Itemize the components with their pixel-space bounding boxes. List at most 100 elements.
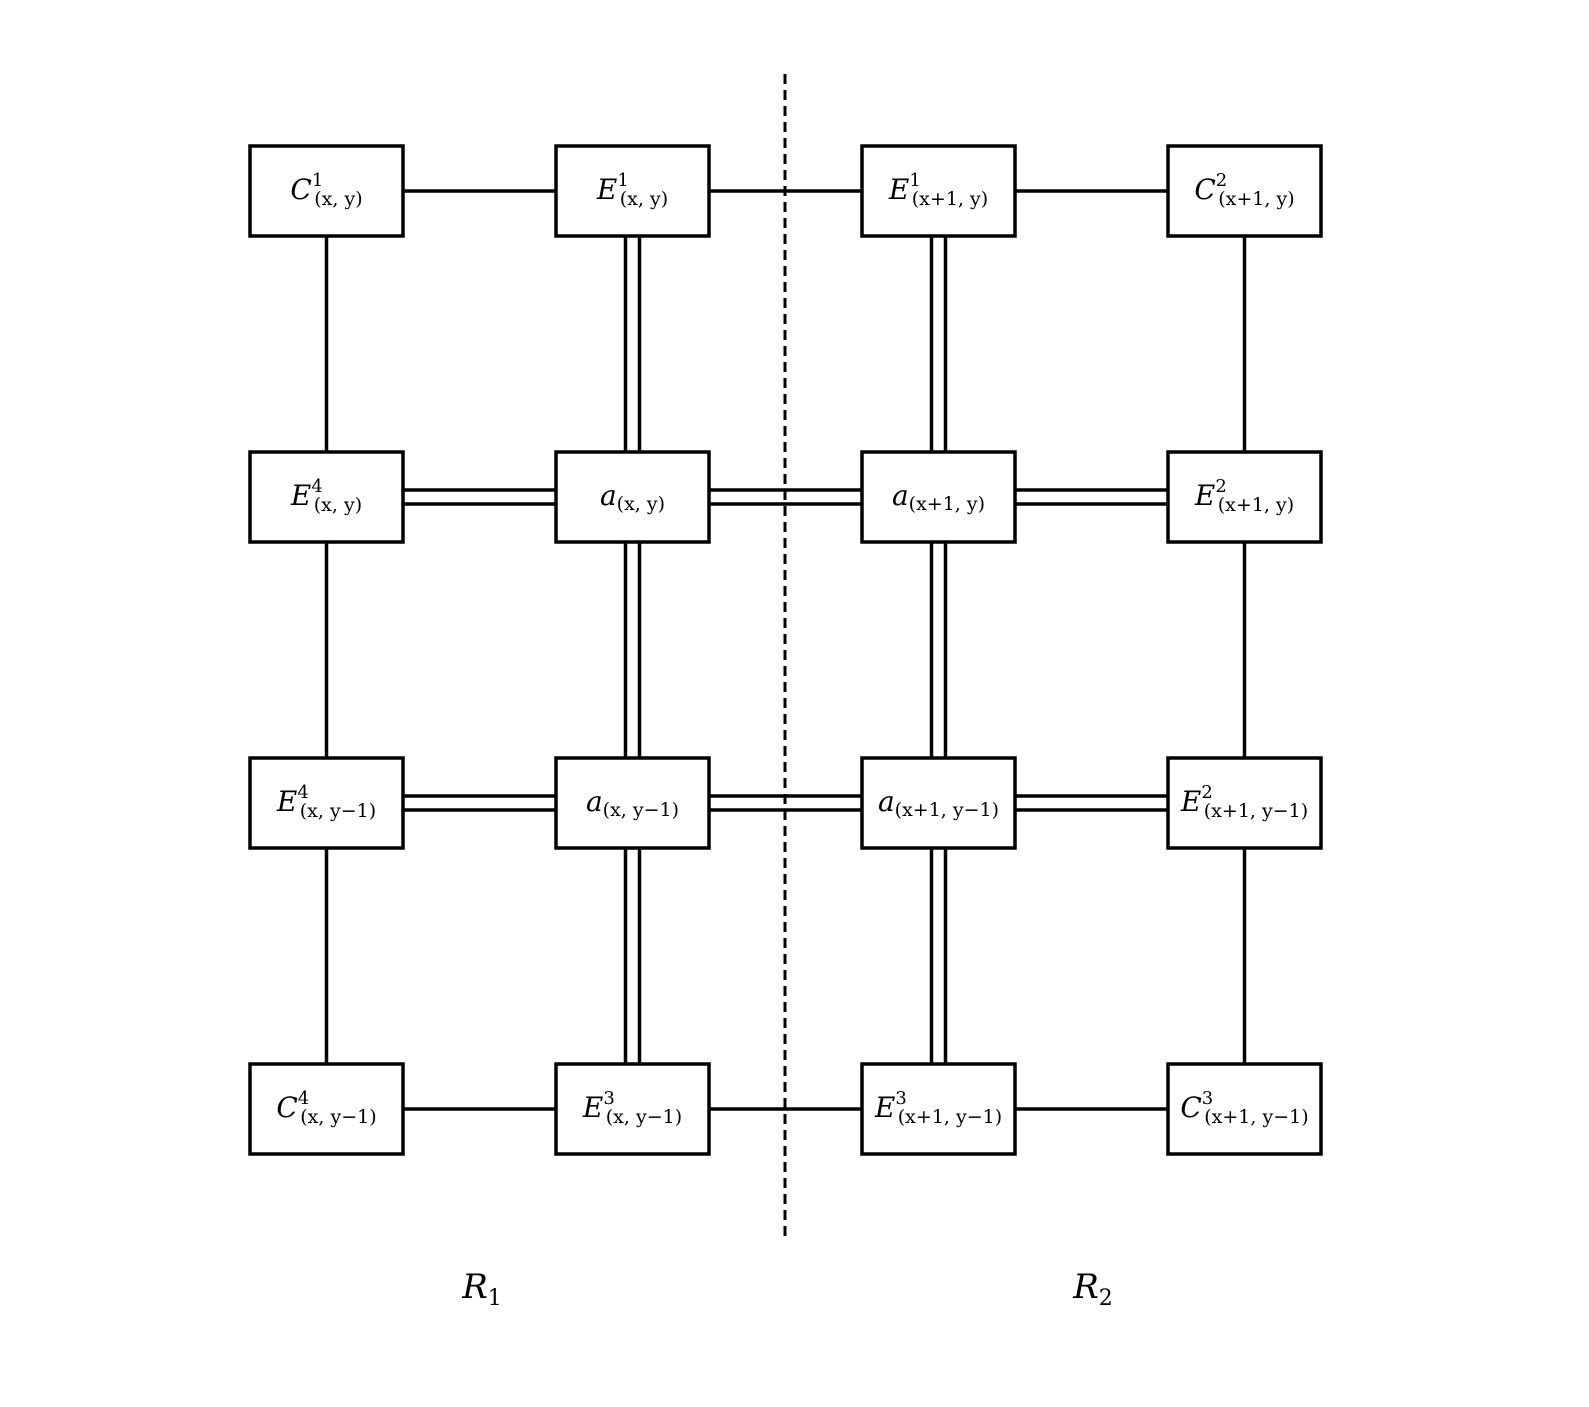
label-superscript: 2	[1215, 476, 1226, 497]
double-edge-a_xy-a_xym1	[623, 542, 642, 758]
label-subscript: (x, y−1)	[606, 1106, 682, 1128]
node-label: C2(x+1, y)	[1194, 170, 1294, 210]
node-C3_x1ym1: C3(x+1, y−1)	[1166, 1062, 1323, 1156]
node-box	[1166, 450, 1323, 544]
node-box	[860, 756, 1017, 850]
double-edge-E4_xy-a_xy	[403, 488, 556, 506]
label-subscript: (x, y)	[314, 188, 362, 210]
double-edge-a_x1ym1-E2_x1ym1	[1015, 794, 1168, 812]
label-subscript: (x, y)	[314, 494, 362, 516]
node-C4_xym1: C4(x, y−1)	[248, 1062, 405, 1156]
label-base: C	[1194, 173, 1215, 206]
node-box	[554, 144, 711, 238]
node-E1_x1y: E1(x+1, y)	[860, 144, 1017, 238]
label-subscript: (x+1, y−1)	[1204, 1106, 1308, 1128]
node-box	[860, 1062, 1017, 1156]
region-base: R	[1072, 1267, 1099, 1307]
node-a_xy: a(x, y)	[554, 450, 711, 544]
node-E1_xy: E1(x, y)	[554, 144, 711, 238]
label-superscript: 1	[617, 170, 628, 191]
node-box	[1166, 1062, 1323, 1156]
label-subscript: (x+1, y−1)	[1204, 800, 1308, 822]
label-superscript: 1	[312, 170, 323, 191]
node-box	[248, 450, 405, 544]
node-box	[248, 1062, 405, 1156]
node-C2_x1y: C2(x+1, y)	[1166, 144, 1323, 238]
node-label: a(x, y)	[600, 479, 665, 515]
label-superscript: 3	[1202, 1088, 1213, 1109]
node-box	[248, 756, 405, 850]
node-label: C1(x, y)	[290, 170, 362, 210]
node-E2_x1ym1: E2(x+1, y−1)	[1166, 756, 1323, 850]
label-base: C	[290, 173, 311, 206]
node-box	[554, 756, 711, 850]
node-E2_x1y: E2(x+1, y)	[1166, 450, 1323, 544]
node-box	[554, 1062, 711, 1156]
node-box	[248, 144, 405, 238]
node-a_x1ym1: a(x+1, y−1)	[860, 756, 1017, 850]
node-a_x1y: a(x+1, y)	[860, 450, 1017, 544]
label-base: E	[582, 1091, 603, 1124]
node-box	[860, 450, 1017, 544]
node-E4_xy: E4(x, y)	[248, 450, 405, 544]
region-base: R	[461, 1267, 488, 1307]
label-subscript: (x+1, y)	[1218, 494, 1294, 516]
label-base: C	[1180, 1091, 1201, 1124]
node-label: C3(x+1, y−1)	[1180, 1088, 1308, 1128]
node-C1_xy: C1(x, y)	[248, 144, 405, 238]
label-base: E	[874, 1091, 895, 1124]
node-E3_x1ym1: E3(x+1, y−1)	[860, 1062, 1017, 1156]
label-subscript: (x, y)	[617, 493, 665, 515]
label-base: E	[1194, 479, 1215, 512]
node-box	[1166, 756, 1323, 850]
node-box	[554, 450, 711, 544]
label-subscript: (x+1, y)	[909, 493, 985, 515]
double-edge-E1_xy-a_xy	[623, 236, 642, 452]
label-superscript: 4	[311, 476, 322, 497]
label-superscript: 2	[1201, 782, 1212, 803]
node-label: E4(x, y−1)	[276, 782, 376, 822]
label-subscript: (x+1, y)	[912, 188, 988, 210]
node-box	[1166, 144, 1323, 238]
node-label: E2(x+1, y−1)	[1180, 782, 1308, 822]
region-subscript: 2	[1099, 1286, 1113, 1311]
node-label: E1(x+1, y)	[888, 170, 988, 210]
label-subscript: (x, y−1)	[300, 1106, 376, 1128]
label-base: a	[586, 785, 603, 818]
label-subscript: (x+1, y)	[1218, 188, 1294, 210]
node-box	[860, 144, 1017, 238]
label-base: E	[276, 785, 297, 818]
double-edge-E1_x1y-a_x1y	[929, 236, 948, 452]
label-superscript: 2	[1216, 170, 1227, 191]
node-label: E1(x, y)	[596, 170, 668, 210]
region-label-r2: R2	[1072, 1267, 1113, 1311]
label-base: E	[1180, 785, 1201, 818]
label-subscript: (x, y−1)	[300, 800, 376, 822]
node-label: C4(x, y−1)	[276, 1088, 376, 1128]
node-label: a(x+1, y)	[892, 479, 985, 515]
double-edge-a_x1y-a_x1ym1	[929, 542, 948, 758]
label-subscript: (x+1, y−1)	[898, 1106, 1002, 1128]
node-label: E3(x, y−1)	[582, 1088, 682, 1128]
label-subscript: (x+1, y−1)	[895, 799, 999, 821]
label-base: a	[878, 785, 895, 818]
label-superscript: 3	[895, 1088, 906, 1109]
double-edge-a_x1ym1-E3_x1ym1	[929, 848, 948, 1064]
node-label: a(x+1, y−1)	[878, 785, 999, 821]
double-edge-a_xym1-E3_xym1	[623, 848, 642, 1064]
label-base: a	[892, 479, 909, 512]
label-base: a	[600, 479, 617, 512]
label-superscript: 1	[909, 170, 920, 191]
label-base: E	[596, 173, 617, 206]
label-base: E	[888, 173, 909, 206]
region-label-r1: R1	[461, 1267, 502, 1311]
label-subscript: (x, y−1)	[603, 799, 679, 821]
label-base: C	[276, 1091, 297, 1124]
label-superscript: 3	[603, 1088, 614, 1109]
double-edge-E4_xym1-a_xym1	[403, 794, 556, 812]
label-superscript: 4	[298, 1088, 309, 1109]
node-label: E3(x+1, y−1)	[874, 1088, 1002, 1128]
label-base: E	[290, 479, 311, 512]
